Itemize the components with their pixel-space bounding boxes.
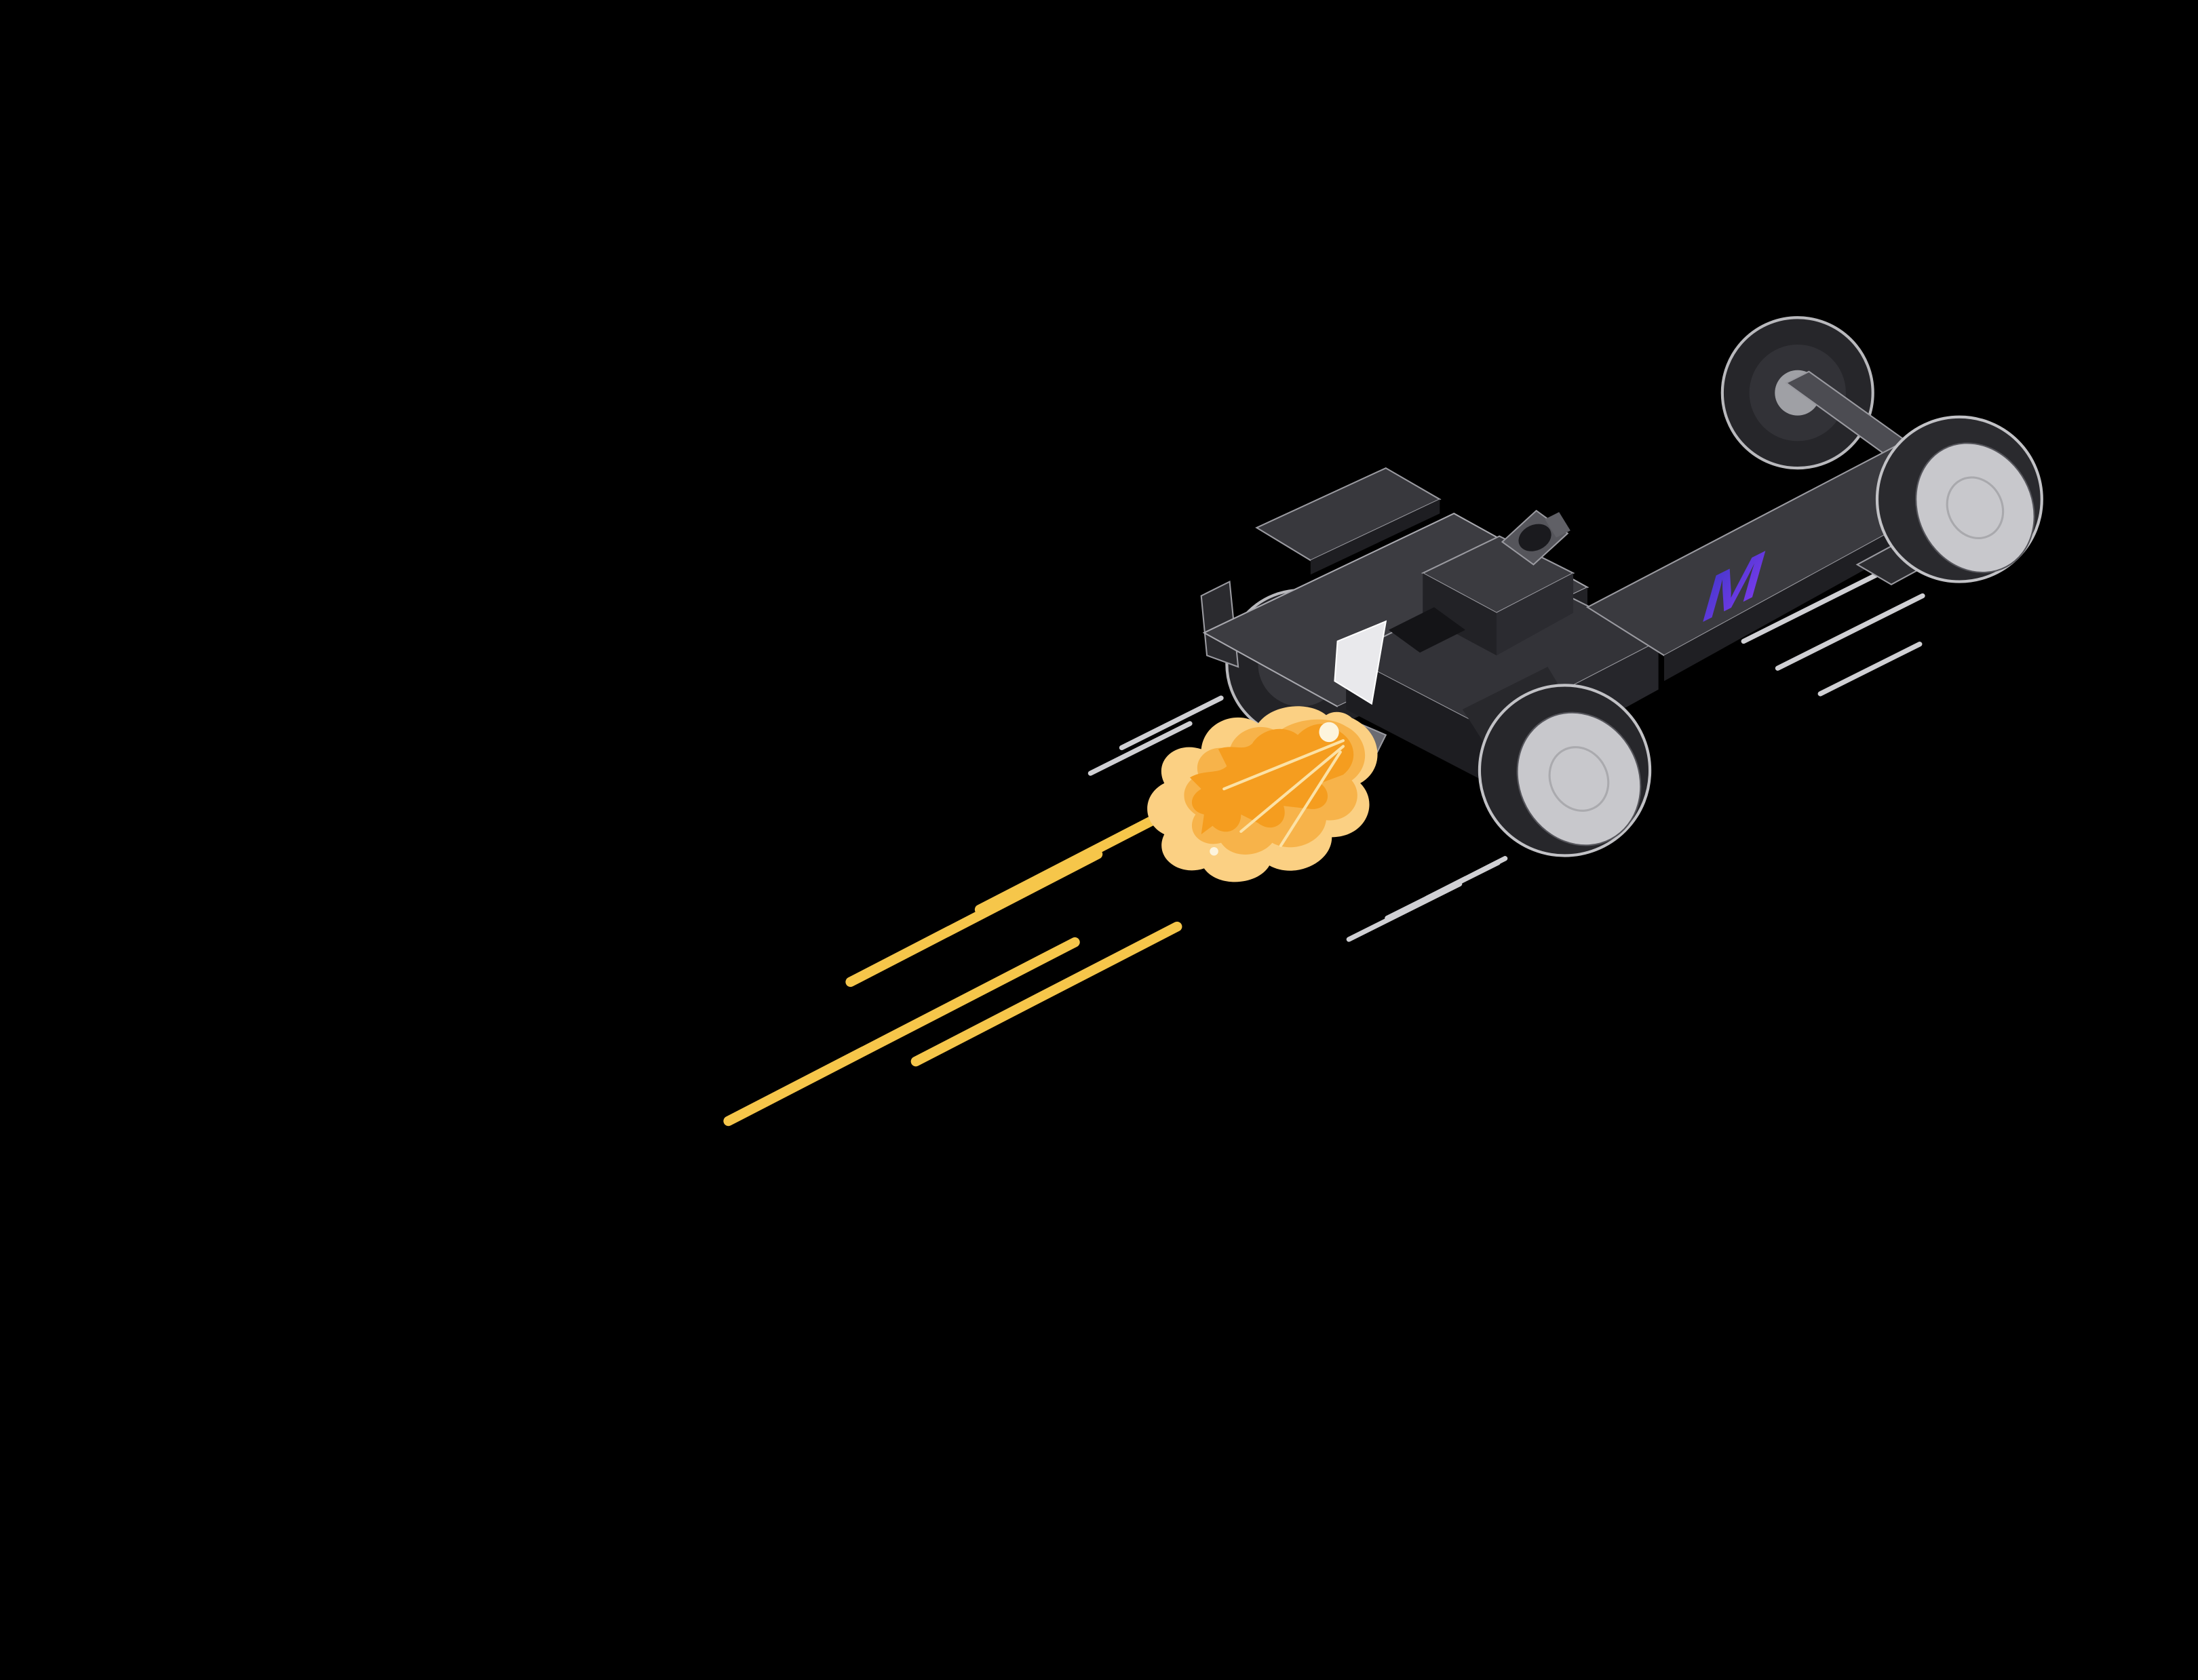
- speed-line-gray: [1119, 695, 1224, 751]
- speed-line-gray: [1087, 721, 1193, 776]
- cockpit-opening: [1388, 607, 1465, 653]
- flame-streak: [1279, 750, 1342, 847]
- front-wheel-near-face: [1915, 442, 2035, 574]
- front-wheel-near: [1875, 415, 2043, 583]
- speed-line-gray: [1775, 593, 1925, 671]
- front-wheel-far: [1720, 316, 1874, 470]
- speed-line-gray: [1817, 642, 1923, 697]
- speed-line-gray: [1741, 566, 1891, 644]
- rear-wheel-right: [1478, 684, 1652, 857]
- flame-streak: [1239, 745, 1345, 834]
- rear-wing-upper-plane: [1255, 467, 1442, 562]
- speed-line-gray: [1424, 856, 1508, 901]
- speed-lines-gray: [1087, 566, 1925, 942]
- engine-block-left: [1423, 573, 1497, 656]
- engine-block-right: [1497, 573, 1574, 656]
- speed-line-yellow: [910, 921, 1182, 1067]
- exhaust-flame: [1147, 706, 1378, 882]
- exhaust-stack: [1545, 512, 1570, 538]
- flame-streak: [1222, 739, 1345, 791]
- windshield: [1334, 620, 1387, 705]
- speed-line-yellow: [845, 849, 1103, 988]
- engine-intake-opening: [1518, 524, 1551, 551]
- rear-wheel-right-face: [1516, 711, 1642, 846]
- front-wheel-near-ring: [1946, 476, 2005, 540]
- rear-wheel-right-ring: [1548, 746, 1610, 812]
- speed-line-yellow: [723, 937, 1080, 1127]
- flame-streaks: [1222, 739, 1345, 847]
- flame-spark: [1319, 722, 1339, 743]
- rear-wing-upper-edge: [1310, 499, 1440, 575]
- dragster: M: [1147, 316, 2043, 882]
- body-left-face: [1346, 655, 1488, 783]
- flame-spark-small: [1210, 846, 1218, 856]
